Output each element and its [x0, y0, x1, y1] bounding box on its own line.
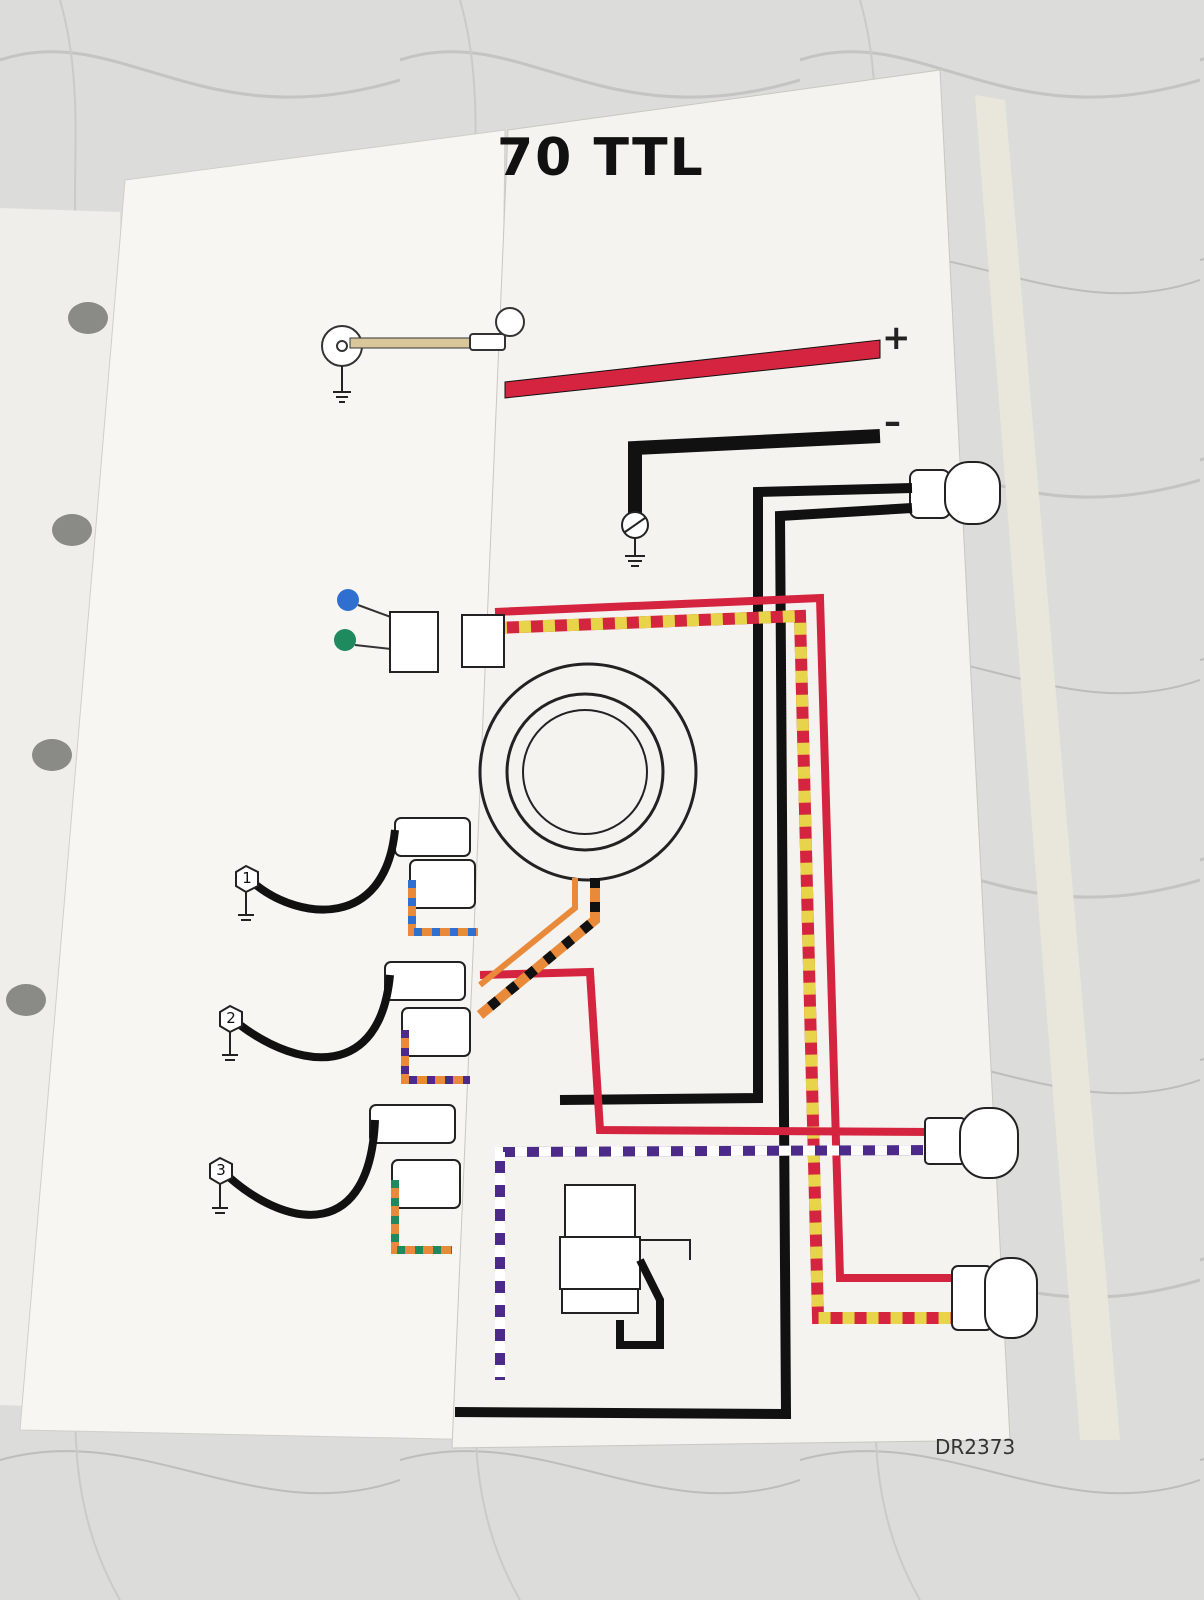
orange-blue-stripe: [408, 880, 478, 936]
ground-symbol: [625, 538, 645, 567]
spark-plug-icon: [321, 307, 525, 367]
ground-symbol: [212, 892, 254, 1214]
binder-holes: [6, 302, 108, 1016]
positive-label: +: [882, 318, 911, 358]
orange-black-wire-2: [478, 878, 578, 988]
coil-ground-wire: [640, 1239, 691, 1260]
negative-label: –: [884, 402, 901, 442]
black-wire-a: [559, 483, 913, 1105]
red-yellow-stripe: [494, 609, 955, 1324]
diagram-title: 70 TTL: [497, 128, 705, 188]
red-wire-main: [494, 593, 955, 1282]
spark-lead-1: [253, 829, 399, 914]
ground-symbol: [333, 366, 351, 403]
coil-icon: [559, 1184, 641, 1314]
cylinder-1-label: 1: [242, 869, 252, 887]
blue-terminal-icon: [337, 589, 359, 611]
coil-black-wire: [616, 1258, 664, 1349]
connector-top: [909, 461, 1001, 525]
black-wire-b: [454, 503, 913, 1420]
cylinder-2-label: 2: [226, 1009, 236, 1027]
spark-lead-2: [237, 974, 394, 1062]
ignition-coil-2: [384, 961, 471, 1057]
connector-middle: [924, 1107, 1019, 1179]
ignition-coil-3: [369, 1104, 461, 1209]
connector-bottom: [951, 1257, 1038, 1339]
plug-terminal-1: [235, 864, 259, 894]
book-edge: [975, 95, 1120, 1440]
orange-black-wire-1: [476, 878, 600, 1019]
flywheel-stator-icon: [478, 662, 698, 882]
orange-green-stripe: [391, 1180, 452, 1254]
figure-code: DR2373: [935, 1435, 1016, 1459]
plug-terminal-2: [219, 1004, 243, 1034]
plug-terminal-3: [209, 1156, 233, 1186]
orange-purple-stripe: [401, 1030, 470, 1084]
green-terminal-icon: [334, 629, 356, 651]
spark-lead-3: [227, 1119, 379, 1219]
battery-positive-wire: [504, 339, 881, 399]
cylinder-3-label: 3: [216, 1161, 226, 1179]
right-page: [451, 69, 1011, 1449]
switch-icon: [389, 611, 505, 673]
ignition-coil-1: [394, 817, 476, 909]
purple-white-stripe: [495, 1145, 936, 1380]
battery-negative-wire: [628, 429, 881, 518]
